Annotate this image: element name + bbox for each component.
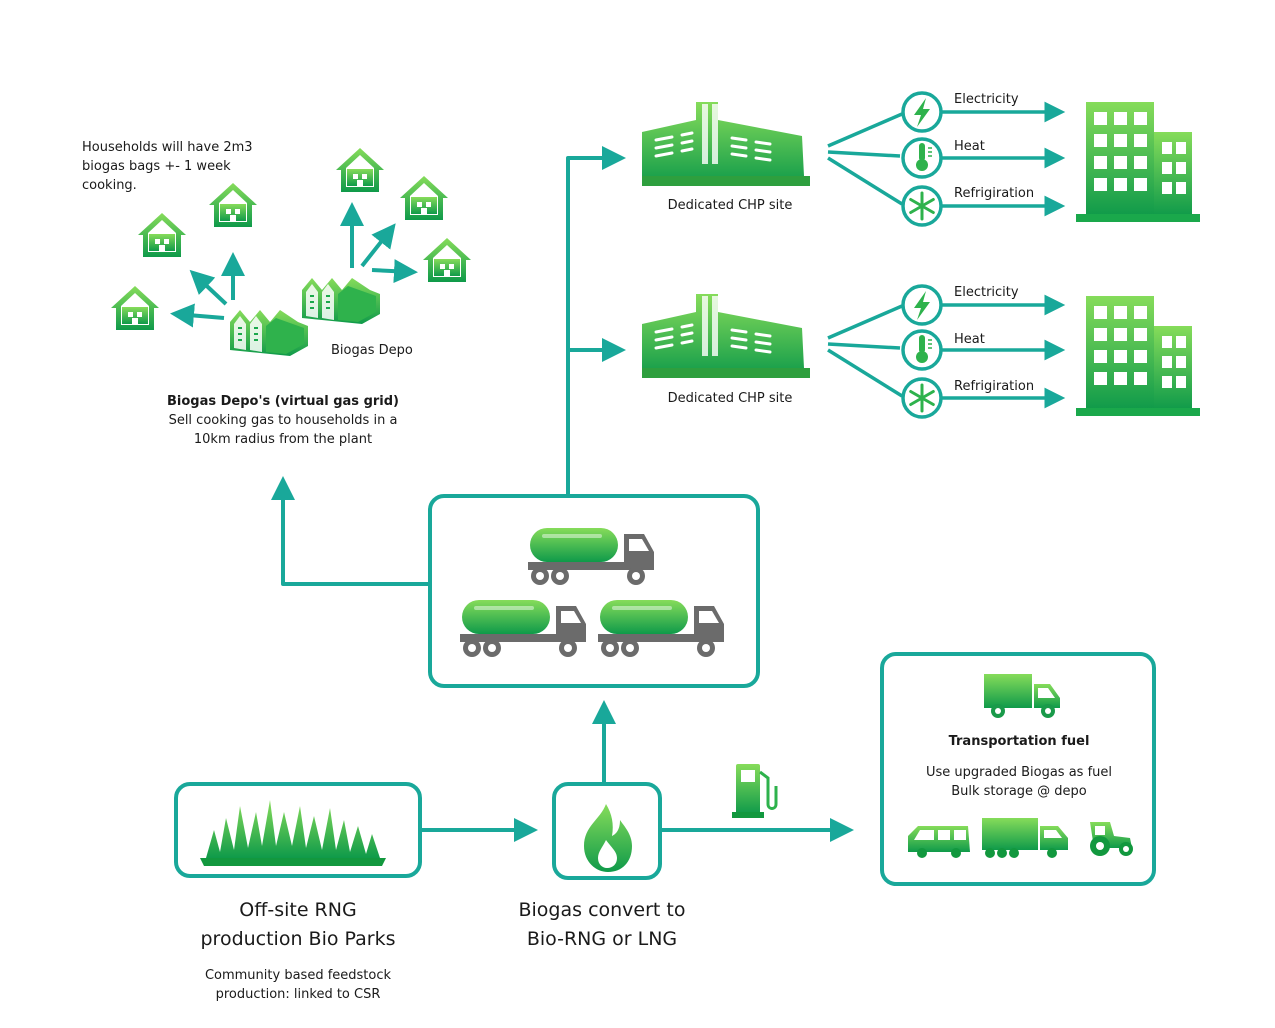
- depo-label: Biogas Depo: [331, 343, 413, 358]
- grass-icon: [200, 800, 386, 866]
- depo-desc-line: Sell cooking gas to households in a: [168, 413, 398, 428]
- fuel-pump-icon: [732, 764, 778, 818]
- biogas-convert-title: Biogas convert to Bio-RNG or LNG: [492, 896, 712, 954]
- output-refrigeration: Refrigiration: [954, 379, 1035, 394]
- flow-to-chp-1: [566, 146, 626, 494]
- snowflake-icon: [901, 377, 943, 419]
- factory-icon: [640, 100, 812, 188]
- biogas-convert-line: Bio-RNG or LNG: [526, 928, 678, 950]
- house-icon: [400, 176, 448, 220]
- transport-desc-line: Use upgraded Biogas as fuel: [925, 765, 1112, 780]
- thermometer-icon: [901, 137, 943, 179]
- households-note-line: cooking.: [82, 178, 137, 193]
- bio-parks-title-line: production Bio Parks: [200, 928, 396, 950]
- transport-title: Transportation fuel: [948, 734, 1090, 749]
- biogas-convert-line: Biogas convert to: [518, 899, 686, 921]
- bio-parks-desc-line: production: linked to CSR: [215, 987, 381, 1002]
- chp-site-label: Dedicated CHP site: [667, 391, 793, 406]
- snowflake-icon: [901, 185, 943, 227]
- households-note-line: Households will have 2m3: [82, 140, 253, 155]
- output-electricity: Electricity: [954, 92, 1019, 107]
- factory-icon: [640, 292, 812, 380]
- bio-parks-desc: Community based feedstock production: li…: [168, 966, 428, 1004]
- house-icon: [111, 286, 159, 330]
- semi-truck-icon: [982, 818, 1068, 858]
- chp-site-label: Dedicated CHP site: [667, 198, 793, 213]
- chp-output-lines: [827, 101, 1066, 409]
- output-electricity: Electricity: [954, 285, 1019, 300]
- warehouse-icon: [301, 277, 381, 325]
- depo-title: Biogas Depo's (virtual gas grid): [167, 394, 399, 409]
- household-arrows: [170, 202, 418, 328]
- bio-parks-title-line: Off-site RNG: [239, 899, 357, 921]
- households-note-line: biogas bags +- 1 week: [82, 159, 231, 174]
- bio-parks-title: Off-site RNG production Bio Parks: [168, 896, 428, 954]
- output-heat: Heat: [954, 332, 985, 347]
- transport-desc-line: Bulk storage @ depo: [951, 784, 1087, 799]
- output-refrigeration: Refrigiration: [954, 186, 1035, 201]
- house-icon: [423, 238, 471, 282]
- thermometer-icon: [901, 329, 943, 371]
- output-heat: Heat: [954, 139, 985, 154]
- lightning-icon: [901, 91, 943, 133]
- flow-to-depo: [271, 476, 430, 586]
- warehouse-icon: [229, 309, 309, 357]
- lightning-icon: [901, 284, 943, 326]
- households-note: Households will have 2m3 biogas bags +- …: [82, 138, 253, 195]
- depo-desc-line: 10km radius from the plant: [193, 432, 373, 447]
- bio-parks-desc-line: Community based feedstock: [204, 968, 392, 983]
- office-building-icon: [1076, 296, 1200, 416]
- tractor-icon: [1090, 822, 1133, 856]
- depo-description: Biogas Depo's (virtual gas grid) Sell co…: [148, 392, 418, 449]
- flame-icon: [584, 804, 632, 872]
- house-icon: [138, 213, 186, 257]
- house-icon: [336, 148, 384, 192]
- connector-lines: [271, 146, 854, 842]
- transport-text: Transportation fuel Use upgraded Biogas …: [886, 732, 1152, 801]
- van-icon: [908, 826, 970, 858]
- office-building-icon: [1076, 102, 1200, 222]
- tanker-box: [428, 494, 760, 688]
